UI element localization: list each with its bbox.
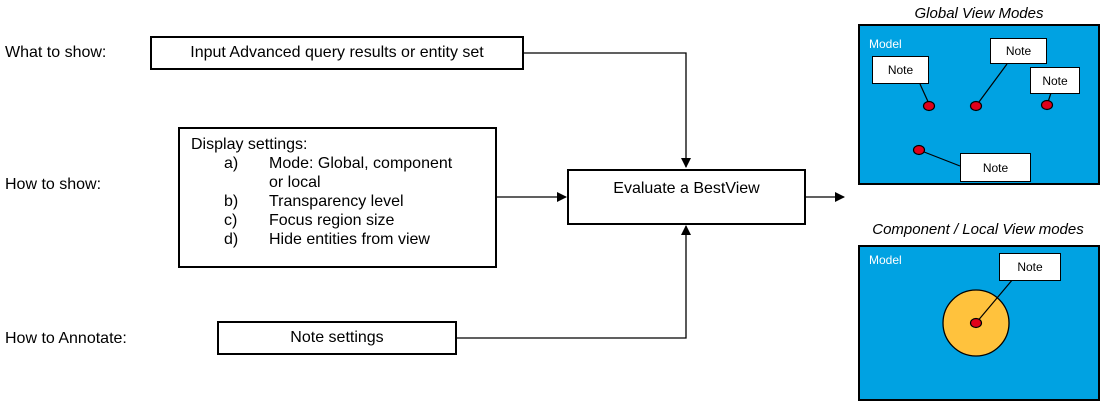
note-settings-box: Note settings <box>217 321 457 355</box>
settings-item-marker: c) <box>224 212 238 229</box>
settings-item-marker: b) <box>224 193 239 210</box>
settings-item: c) Focus region size <box>191 211 487 230</box>
note-settings-text: Note settings <box>290 329 384 346</box>
display-settings-list: a) Mode: Global, component or local b) T… <box>191 154 487 249</box>
settings-item: b) Transparency level <box>191 192 487 211</box>
evaluate-bestview-box: Evaluate a BestView <box>567 169 806 225</box>
component-view-panel: Model Note <box>858 245 1100 401</box>
how-to-show-label: How to show: <box>5 176 102 193</box>
model-label: Model <box>869 37 902 51</box>
settings-item-text: Focus region size <box>269 212 395 229</box>
component-view-graphics <box>942 278 1014 357</box>
note-box: Note <box>872 56 929 84</box>
anchor-point <box>969 100 983 112</box>
component-view-title: Component / Local View modes <box>872 221 1084 238</box>
global-view-title: Global View Modes <box>914 5 1044 22</box>
evaluate-bestview-text: Evaluate a BestView <box>613 180 760 197</box>
input-query-box: Input Advanced query results or entity s… <box>150 36 524 70</box>
anchor-point <box>922 100 936 112</box>
settings-item-marker: d) <box>224 231 239 248</box>
settings-item-text: Transparency level <box>269 193 404 210</box>
model-label: Model <box>869 253 902 267</box>
settings-item: or local <box>191 173 487 192</box>
settings-item: d) Hide entities from view <box>191 230 487 249</box>
settings-item: a) Mode: Global, component <box>191 154 487 173</box>
input-query-text: Input Advanced query results or entity s… <box>190 44 484 61</box>
settings-item-text: Hide entities from view <box>269 231 430 248</box>
note-box: Note <box>1030 67 1080 94</box>
anchor-point <box>1040 99 1054 111</box>
display-settings-title: Display settings: <box>191 136 308 153</box>
settings-item-text: Mode: Global, component <box>269 155 453 172</box>
settings-item-text: or local <box>269 174 321 191</box>
anchor-point <box>969 317 983 329</box>
note-leader-line <box>918 149 961 167</box>
global-view-graphics <box>912 63 1054 167</box>
note-box: Note <box>960 153 1031 182</box>
what-to-show-label: What to show: <box>5 44 107 61</box>
how-to-annotate-label: How to Annotate: <box>5 330 127 347</box>
anchor-point <box>912 144 926 156</box>
display-settings-box: Display settings: a) Mode: Global, compo… <box>178 127 497 268</box>
note-leader-line <box>975 63 1008 107</box>
note-box: Note <box>999 253 1061 281</box>
note-box: Note <box>990 38 1047 64</box>
note-leader-line <box>975 278 1014 324</box>
input-to-evaluate-arrow <box>523 52 691 168</box>
global-view-panel: Model Note Note Note Note <box>858 24 1100 185</box>
settings-item-marker: a) <box>224 155 239 172</box>
